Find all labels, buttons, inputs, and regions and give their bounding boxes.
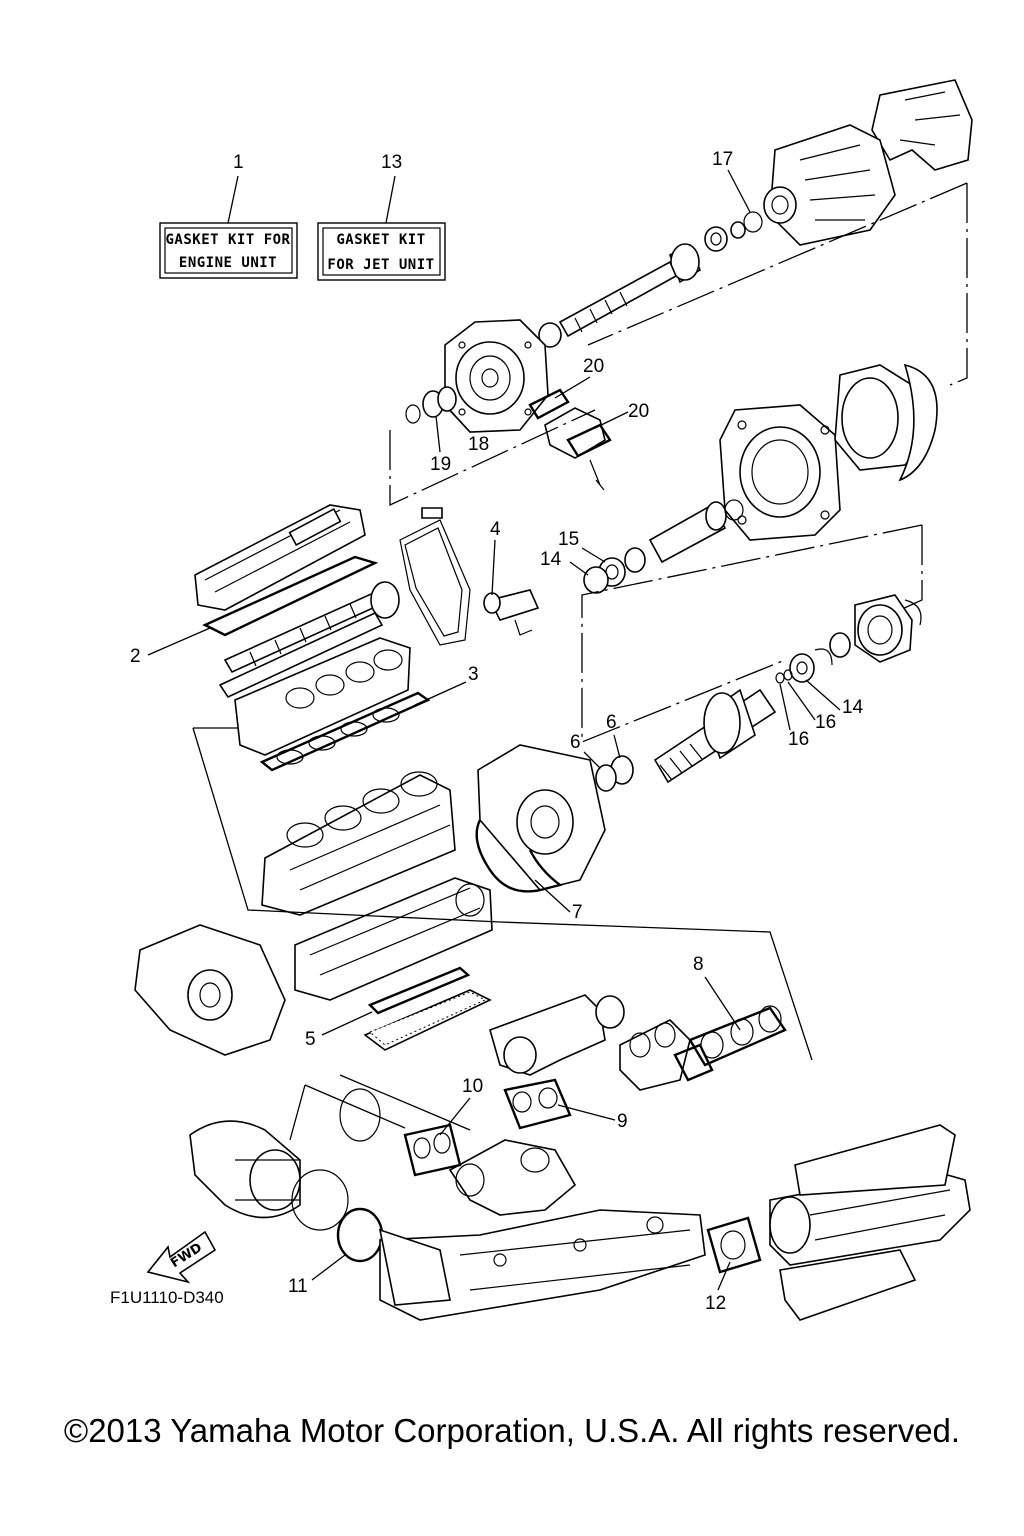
gasket-12 bbox=[706, 1216, 762, 1274]
gasket-20 bbox=[528, 388, 612, 491]
gasket-11 bbox=[336, 1207, 384, 1263]
cylinder-block bbox=[261, 771, 456, 916]
callout-16b: 16 bbox=[788, 729, 809, 750]
crankcase-cover bbox=[477, 744, 606, 891]
flywheel-cover bbox=[134, 924, 286, 1056]
callout-7: 7 bbox=[572, 902, 583, 923]
callout-5: 5 bbox=[305, 1029, 316, 1050]
intermediate-housing bbox=[719, 404, 841, 541]
kit-jet-line1: GASKET KIT bbox=[336, 232, 425, 248]
oil-pan bbox=[363, 966, 492, 1051]
callout-20a: 20 bbox=[583, 356, 604, 377]
chain-tensioner bbox=[483, 589, 540, 636]
drive-shaft-coupler bbox=[624, 499, 744, 573]
callout-8: 8 bbox=[693, 954, 704, 975]
timing-chain bbox=[399, 507, 471, 646]
drive-shaft-upper bbox=[538, 221, 746, 348]
drive-shaft-lower bbox=[653, 688, 777, 784]
gasket-2 bbox=[202, 555, 379, 637]
kit-box-jet[interactable]: GASKET KIT FOR JET UNIT bbox=[317, 222, 446, 281]
gasket-3 bbox=[259, 691, 431, 772]
callout-6a: 6 bbox=[606, 712, 617, 733]
callout-14a: 14 bbox=[540, 549, 562, 570]
o-ring-17 bbox=[743, 211, 763, 233]
callout-17: 17 bbox=[712, 149, 733, 170]
gasket-7 bbox=[475, 819, 563, 893]
callout-18: 18 bbox=[468, 434, 489, 455]
cylinder-head bbox=[234, 637, 411, 756]
callout-16a: 16 bbox=[815, 712, 836, 733]
callout-14b: 14 bbox=[842, 697, 864, 718]
oil-seal-6b bbox=[595, 764, 617, 792]
gasket-8 bbox=[673, 1005, 787, 1082]
callout-3: 3 bbox=[468, 664, 479, 685]
callout-12: 12 bbox=[705, 1293, 726, 1314]
kit-box-engine[interactable]: GASKET KIT FOR ENGINE UNIT bbox=[159, 222, 298, 279]
diagram-code: F1U1110-D340 bbox=[110, 1288, 224, 1307]
callout-15: 15 bbox=[558, 529, 579, 550]
callout-9: 9 bbox=[617, 1111, 628, 1132]
callout-4: 4 bbox=[490, 519, 501, 540]
kit-engine-line2: ENGINE UNIT bbox=[179, 255, 277, 271]
muffler bbox=[769, 1124, 971, 1321]
exhaust-pipe-1 bbox=[448, 1139, 577, 1216]
callout-10: 10 bbox=[462, 1076, 483, 1097]
kit-engine-line1: GASKET KIT FOR bbox=[165, 232, 290, 248]
copyright-notice: ©2013 Yamaha Motor Corporation, U.S.A. A… bbox=[63, 1412, 961, 1449]
gasket-9 bbox=[503, 1078, 572, 1130]
jet-nozzle bbox=[763, 79, 973, 246]
callout-1: 1 bbox=[233, 152, 244, 173]
gasket-10 bbox=[403, 1123, 462, 1177]
kit-jet-line2: FOR JET UNIT bbox=[327, 257, 434, 273]
bearing-14a bbox=[583, 566, 609, 594]
bearing-housing bbox=[775, 594, 922, 684]
camshafts bbox=[218, 581, 400, 699]
water-box bbox=[189, 1120, 301, 1219]
exhaust-pipe-2 bbox=[378, 1209, 706, 1321]
exhaust-manifold bbox=[489, 994, 691, 1091]
pump-housing bbox=[444, 319, 549, 433]
callout-19: 19 bbox=[430, 454, 451, 475]
fwd-arrow-icon: FWD bbox=[146, 1230, 217, 1284]
cylinder-head-cover bbox=[194, 504, 366, 611]
impeller-housing bbox=[834, 363, 938, 482]
callout-11: 11 bbox=[288, 1276, 308, 1297]
callout-6b: 6 bbox=[570, 732, 581, 753]
oil-seal-19 bbox=[437, 386, 457, 412]
callout-20b: 20 bbox=[628, 401, 649, 422]
callout-13: 13 bbox=[381, 152, 402, 173]
callout-2: 2 bbox=[130, 646, 141, 667]
